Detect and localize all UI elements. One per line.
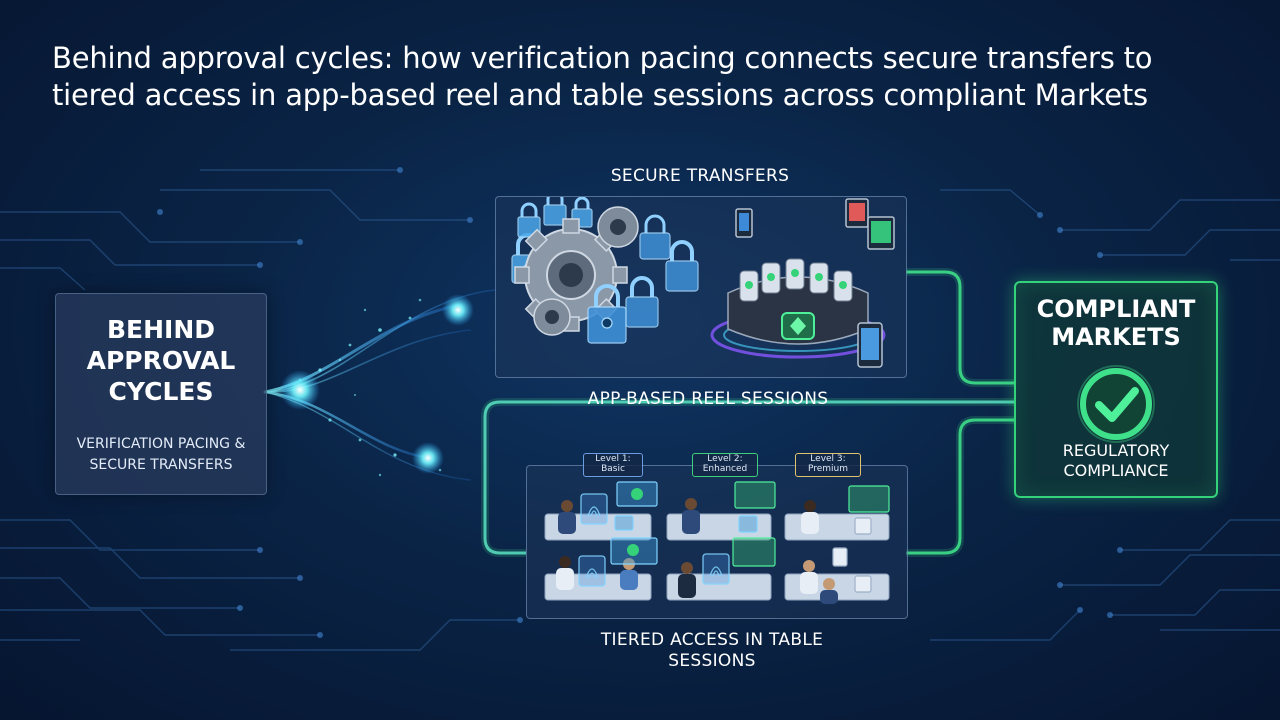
secure-transfers-panel — [495, 196, 907, 378]
tablet-icon — [846, 199, 868, 227]
lock-icon — [666, 242, 698, 291]
gear-icon — [598, 207, 638, 247]
table-sessions-illustration — [527, 466, 907, 618]
gear-icon — [534, 299, 570, 335]
approval-cycles-title: BEHIND APPROVAL CYCLES — [56, 314, 266, 407]
compliant-markets-title: COMPLIANT MARKETS — [1016, 295, 1216, 351]
regulatory-compliance-label: REGULATORY COMPLIANCE — [1016, 441, 1216, 481]
table-row — [545, 482, 889, 604]
tier-level-1-label: Level 1: Basic — [583, 453, 643, 477]
tier-level-3-label: Level 3: Premium — [795, 453, 861, 477]
phone-icon — [736, 209, 752, 237]
page-title: Behind approval cycles: how verification… — [52, 40, 1232, 114]
lock-icon — [626, 278, 658, 327]
secure-transfers-illustration — [496, 197, 906, 377]
secure-transfers-label: SECURE TRANSFERS — [560, 166, 840, 187]
tier-level-2-label: Level 2: Enhanced — [692, 453, 758, 477]
glow-node-left — [280, 370, 320, 410]
glow-node-upper — [442, 294, 474, 326]
lock-icon — [640, 216, 670, 259]
tiered-access-panel — [526, 465, 908, 619]
phone-icon — [858, 323, 882, 367]
glow-node-lower — [412, 442, 444, 474]
check-icon — [1077, 365, 1155, 443]
approval-cycles-box: BEHIND APPROVAL CYCLES VERIFICATION PACI… — [55, 293, 267, 495]
tablet-icon — [868, 217, 894, 249]
compliant-markets-box: COMPLIANT MARKETS REGULATORY COMPLIANCE — [1014, 281, 1218, 498]
approval-cycles-subtitle: VERIFICATION PACING & SECURE TRANSFERS — [56, 434, 266, 476]
tiered-access-label: TIERED ACCESS IN TABLE SESSIONS — [570, 630, 854, 672]
reel-sessions-label: APP-BASED REEL SESSIONS — [560, 389, 856, 410]
